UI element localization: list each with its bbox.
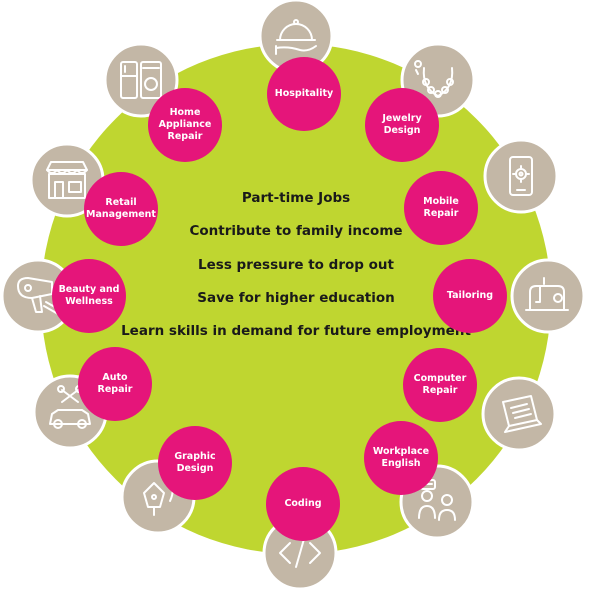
center-line-part-time-jobs: Part-time Jobs <box>241 190 351 206</box>
skill-graphic-design: Graphic Design <box>158 426 232 500</box>
center-line-drop-out: Less pressure to drop out <box>198 257 394 273</box>
skill-tailoring: Tailoring <box>433 259 507 333</box>
center-line-higher-education: Save for higher education <box>197 290 395 306</box>
skill-hospitality: Hospitality <box>267 57 341 131</box>
main-green-circle <box>41 44 551 554</box>
skill-home-appliance-repair: Home Appliance Repair <box>148 88 222 162</box>
center-line-future-employment: Learn skills in demand for future employ… <box>121 323 471 339</box>
center-line-family-income: Contribute to family income <box>189 223 403 239</box>
skill-auto-repair: Auto Repair <box>78 347 152 421</box>
skill-workplace-english: Workplace English <box>364 421 438 495</box>
skill-jewelry-design: Jewelry Design <box>365 88 439 162</box>
skill-retail-management: Retail Management <box>84 172 158 246</box>
smartphone-gear-icon <box>483 138 559 214</box>
skill-beauty-wellness: Beauty and Wellness <box>52 259 126 333</box>
laptop-icon <box>481 376 557 452</box>
skill-mobile-repair: Mobile Repair <box>404 171 478 245</box>
skill-computer-repair: Computer Repair <box>403 348 477 422</box>
sewing-machine-icon <box>510 258 586 334</box>
skill-coding: Coding <box>266 467 340 541</box>
